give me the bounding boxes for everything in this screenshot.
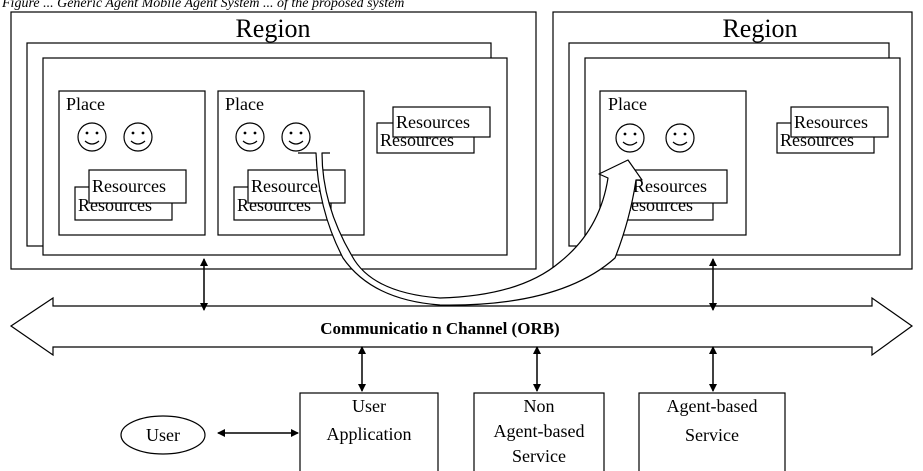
non-agent-service-line2: Agent-based: [494, 421, 585, 441]
place-3-label: Place: [608, 94, 647, 114]
place-2: Place Resources Resources: [217, 90, 365, 236]
place-2-label: Place: [225, 94, 264, 114]
user-application-box: User Application: [299, 392, 439, 471]
agent-service-box: Agent-based Service: [638, 392, 786, 471]
resources-front-label: Resources: [251, 176, 325, 196]
agent-icon: [665, 123, 695, 153]
resources-front-label: Resources: [794, 112, 868, 132]
agent-icon: [235, 122, 265, 152]
region-right-resources: Resources Resources: [776, 106, 889, 154]
region-right-title: Region: [722, 14, 797, 43]
agent-icon: [615, 123, 645, 153]
user-application-line1: User: [352, 396, 386, 416]
agent-icon: [123, 122, 153, 152]
place-1-label: Place: [66, 94, 105, 114]
resources-front-label: Resources: [92, 176, 166, 196]
non-agent-service-box: Non Agent-based Service: [473, 392, 605, 471]
non-agent-service-line1: Non: [524, 396, 555, 416]
resources-front-box: [88, 169, 187, 204]
region-left: Region Place Resources Resources: [10, 11, 537, 270]
user-application-frame: [299, 392, 439, 471]
region-left-title: Region: [235, 14, 310, 43]
channel-shape: [9, 296, 914, 357]
agent-service-frame: [638, 392, 786, 471]
resources-front-box: [629, 169, 728, 204]
communication-channel: Communicatio n Channel (ORB): [9, 296, 914, 357]
user-node: User: [120, 415, 206, 455]
resources-front-box: [790, 106, 889, 138]
resources-front-box: [247, 169, 346, 204]
resources-front-label: Resources: [396, 112, 470, 132]
agent-service-line1: Agent-based: [667, 396, 758, 416]
non-agent-service-line3: Service: [512, 446, 566, 466]
migration-arc: [298, 152, 643, 306]
resources-front-label: Resources: [633, 176, 707, 196]
place-1: Place Resources Resources: [58, 90, 206, 236]
channel-label: Communicatio n Channel (ORB): [320, 319, 559, 338]
figure-caption: Figure ... Generic Agent Mobile Agent Sy…: [1, 0, 404, 11]
user-application-line2: Application: [327, 424, 412, 444]
agent-icon: [77, 122, 107, 152]
user-ellipse: [120, 415, 206, 455]
resources-front-box: [392, 106, 491, 138]
user-label: User: [146, 425, 180, 445]
agent-icon: [281, 122, 311, 152]
non-agent-service-frame: [473, 392, 605, 471]
agent-migration-arrow: [298, 152, 643, 306]
agent-service-line2: Service: [685, 425, 739, 445]
region-left-resources: Resources Resources: [376, 106, 491, 154]
